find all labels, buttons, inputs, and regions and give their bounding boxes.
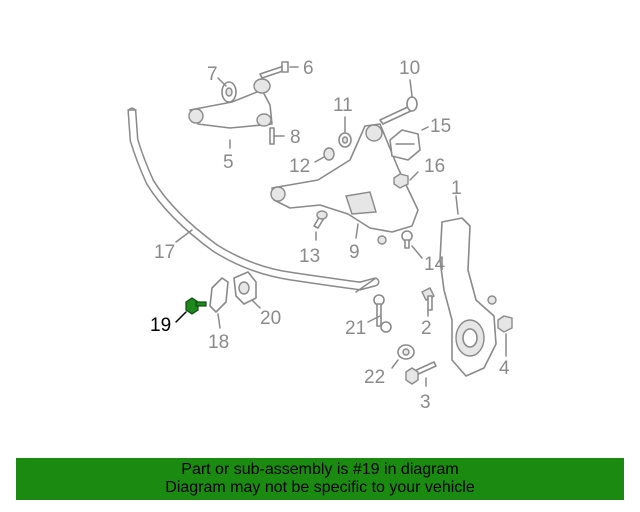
bushing-22 [397, 344, 415, 360]
label-21: 21 [345, 318, 366, 339]
label-12: 12 [289, 156, 310, 177]
bracket-18 [209, 277, 229, 313]
label-1: 1 [451, 178, 462, 199]
lower-control-arm [270, 123, 419, 245]
label-13: 13 [299, 246, 320, 267]
label-16: 16 [424, 156, 445, 177]
bolt-19-highlighted[interactable] [185, 297, 207, 315]
bushing-20 [233, 271, 257, 305]
bushing-11 [338, 132, 352, 148]
bushing-7 [221, 81, 237, 103]
bolt-10 [379, 96, 418, 125]
label-22: 22 [364, 367, 385, 388]
label-20: 20 [260, 308, 281, 329]
parts-diagram: 1 2 3 4 5 6 7 8 9 10 11 12 13 14 15 16 1… [127, 58, 513, 413]
label-8: 8 [290, 127, 301, 148]
upper-control-arm [188, 78, 273, 129]
label-5: 5 [223, 152, 234, 173]
label-2: 2 [421, 318, 432, 339]
label-11: 11 [333, 95, 353, 116]
label-6: 6 [303, 58, 314, 79]
label-10: 10 [399, 58, 420, 79]
info-banner: Part or sub-assembly is #19 in diagram D… [16, 458, 624, 500]
label-9: 9 [349, 242, 360, 263]
nut-4 [497, 315, 513, 333]
label-4: 4 [499, 358, 510, 379]
label-17: 17 [154, 242, 175, 263]
label-3: 3 [420, 392, 431, 413]
ball-joint-14 [401, 230, 413, 249]
label-18: 18 [208, 332, 229, 353]
stabilizer-link-21 [373, 294, 392, 333]
label-7: 7 [207, 64, 218, 85]
leader-lines [175, 66, 507, 387]
bolt-6 [259, 61, 289, 79]
banner-line-2: Diagram may not be specific to your vehi… [165, 479, 475, 496]
stabilizer-bar [127, 107, 380, 293]
bolt-2 [421, 287, 435, 311]
banner-line-1: Part or sub-assembly is #19 in diagram [181, 461, 459, 478]
label-15: 15 [430, 116, 451, 137]
bolt-13 [313, 210, 328, 229]
label-19-highlighted: 19 [150, 315, 171, 336]
steering-knuckle [439, 217, 497, 377]
bolt-3 [405, 361, 437, 385]
bracket-15 [389, 129, 421, 161]
nut-16 [393, 173, 409, 189]
nut-12 [323, 147, 335, 161]
label-14: 14 [424, 254, 446, 275]
